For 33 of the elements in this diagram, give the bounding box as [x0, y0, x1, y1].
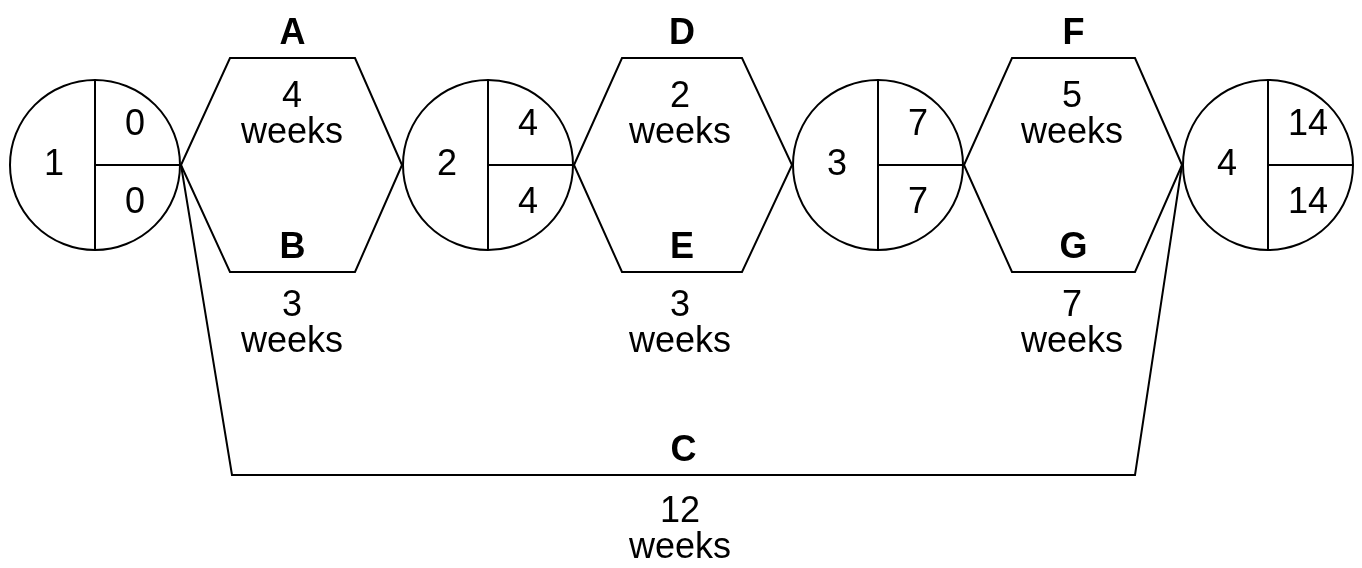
activity-line [573, 164, 793, 273]
activity-letter: B [278, 226, 307, 266]
activity-line [180, 57, 403, 166]
activity-line [180, 164, 1183, 476]
latest-time: 7 [907, 181, 929, 221]
activity-letter: D [668, 12, 696, 52]
event-number: 4 [1216, 143, 1238, 183]
earliest-time: 14 [1286, 103, 1329, 143]
activity-line [963, 164, 1183, 273]
duration-label: 3 weeks [239, 286, 344, 358]
event-number: 3 [826, 143, 848, 183]
activity-letter: G [1058, 226, 1089, 266]
duration-label: 12 weeks [627, 492, 732, 564]
latest-time: 0 [124, 181, 146, 221]
event-number: 2 [436, 143, 458, 183]
earliest-time: 0 [124, 103, 146, 143]
duration-label: 3 weeks [627, 286, 732, 358]
activity-line [963, 57, 1183, 166]
activity-letter: F [1061, 12, 1086, 52]
earliest-time: 7 [907, 103, 929, 143]
earliest-time: 4 [517, 103, 539, 143]
latest-time: 14 [1286, 181, 1329, 221]
event-number: 1 [43, 143, 65, 183]
activity-letter: A [278, 12, 307, 52]
duration-label: 2 weeks [627, 77, 732, 149]
duration-label: 5 weeks [1019, 77, 1124, 149]
latest-time: 4 [517, 181, 539, 221]
activity-line [180, 164, 403, 273]
activity-letter: E [669, 226, 695, 266]
activity-line [573, 57, 793, 166]
activity-letter: C [669, 429, 698, 469]
duration-label: 4 weeks [239, 77, 344, 149]
duration-label: 7 weeks [1019, 286, 1124, 358]
